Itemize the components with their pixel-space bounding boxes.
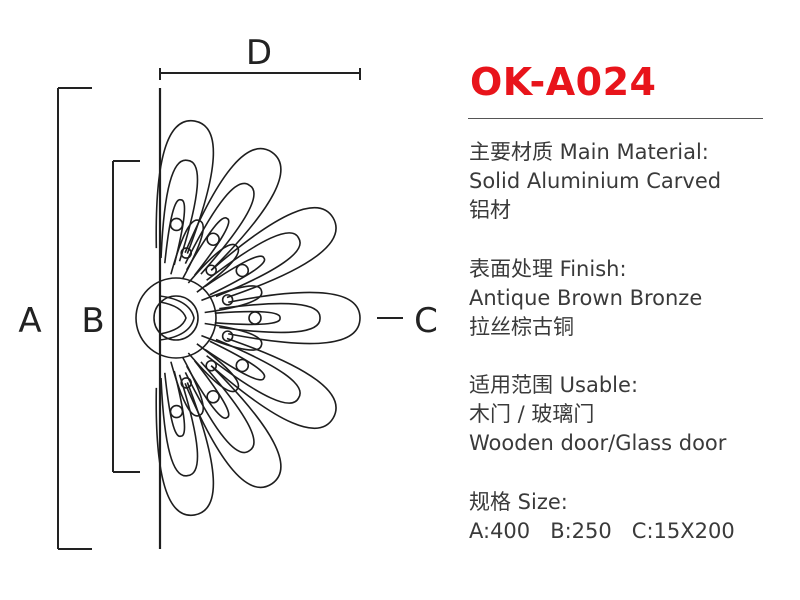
petal-bud [169, 217, 184, 232]
petal-bud [235, 358, 250, 373]
size-c: C:15X200 [631, 519, 735, 543]
size-b: B:250 [550, 519, 612, 543]
scroll-leaf [187, 343, 240, 393]
usable-heading: 适用范围 Usable: [469, 373, 639, 397]
dimension-b-bracket [112, 160, 140, 473]
usable-value-en: Wooden door/Glass door [469, 431, 727, 455]
dimension-d-bracket [159, 68, 361, 80]
size-a: A:400 [469, 519, 531, 543]
scroll-leaf [201, 322, 263, 351]
material-section: 主要材质 Main Material: Solid Aluminium Carv… [469, 138, 721, 225]
dimension-a-label: A [18, 301, 41, 341]
inner-petal [204, 340, 266, 381]
outer-petal [210, 206, 337, 299]
scroll-leaf [201, 285, 263, 314]
inner-petal [185, 216, 230, 276]
finish-value-cn: 拉丝棕古铜 [469, 315, 574, 339]
scroll-curl [221, 330, 234, 342]
scroll-curl [205, 264, 217, 277]
dimension-d-label: D [246, 33, 272, 73]
middle-petal [184, 182, 255, 275]
spec-panel: OK-A024 [468, 58, 768, 106]
outer-petal [210, 337, 337, 430]
petal-bud [206, 232, 220, 247]
petal-bud [235, 263, 250, 278]
scroll-leaf [187, 243, 240, 293]
middle-petal [219, 302, 321, 334]
scroll-leaf [170, 356, 205, 417]
outer-petal [155, 382, 215, 516]
material-value-en: Solid Aluminium Carved [469, 169, 722, 193]
scroll-leaf [170, 219, 205, 280]
middle-petal [184, 361, 255, 454]
dimension-a-bracket [57, 87, 92, 550]
model-number: OK-A024 [470, 60, 657, 104]
outer-petal [155, 120, 215, 254]
petal-bud [248, 311, 262, 325]
inner-petal [204, 255, 266, 296]
petal-bud [169, 404, 184, 419]
divider [468, 118, 763, 119]
outer-petal [184, 147, 282, 271]
inner-petal [163, 199, 186, 266]
material-heading: 主要材质 Main Material: [469, 140, 709, 164]
outer-petal [228, 291, 361, 345]
middle-petal [160, 374, 199, 477]
middle-petal [206, 338, 301, 404]
scroll-curl [180, 247, 193, 259]
finish-value-en: Antique Brown Bronze [469, 286, 703, 310]
scroll-curl [180, 377, 193, 389]
middle-petal [160, 159, 199, 262]
petal-bud [206, 389, 220, 404]
finish-section: 表面处理 Finish: Antique Brown Bronze 拉丝棕古铜 [469, 255, 702, 342]
mandala-handle-drawing [135, 88, 361, 549]
dimension-b-label: B [81, 301, 104, 341]
dimension-c-label: C [414, 301, 438, 341]
outer-petal [184, 365, 282, 489]
size-values: A:400 B:250 C:15X200 [469, 517, 735, 546]
usable-section: 适用范围 Usable: 木门 / 玻璃门 Wooden door/Glass … [469, 371, 726, 458]
size-section: 规格 Size: A:400 B:250 C:15X200 [469, 488, 735, 546]
scroll-curl [205, 359, 217, 372]
inner-petal [163, 370, 186, 437]
material-value-cn: 铝材 [469, 198, 511, 222]
size-heading: 规格 Size: [469, 490, 568, 514]
finish-heading: 表面处理 Finish: [469, 257, 627, 281]
inner-petal [185, 360, 230, 420]
inner-petal [214, 310, 281, 326]
middle-petal [206, 232, 301, 298]
usable-value-cn: 木门 / 玻璃门 [469, 402, 595, 426]
scroll-curl [221, 294, 234, 306]
